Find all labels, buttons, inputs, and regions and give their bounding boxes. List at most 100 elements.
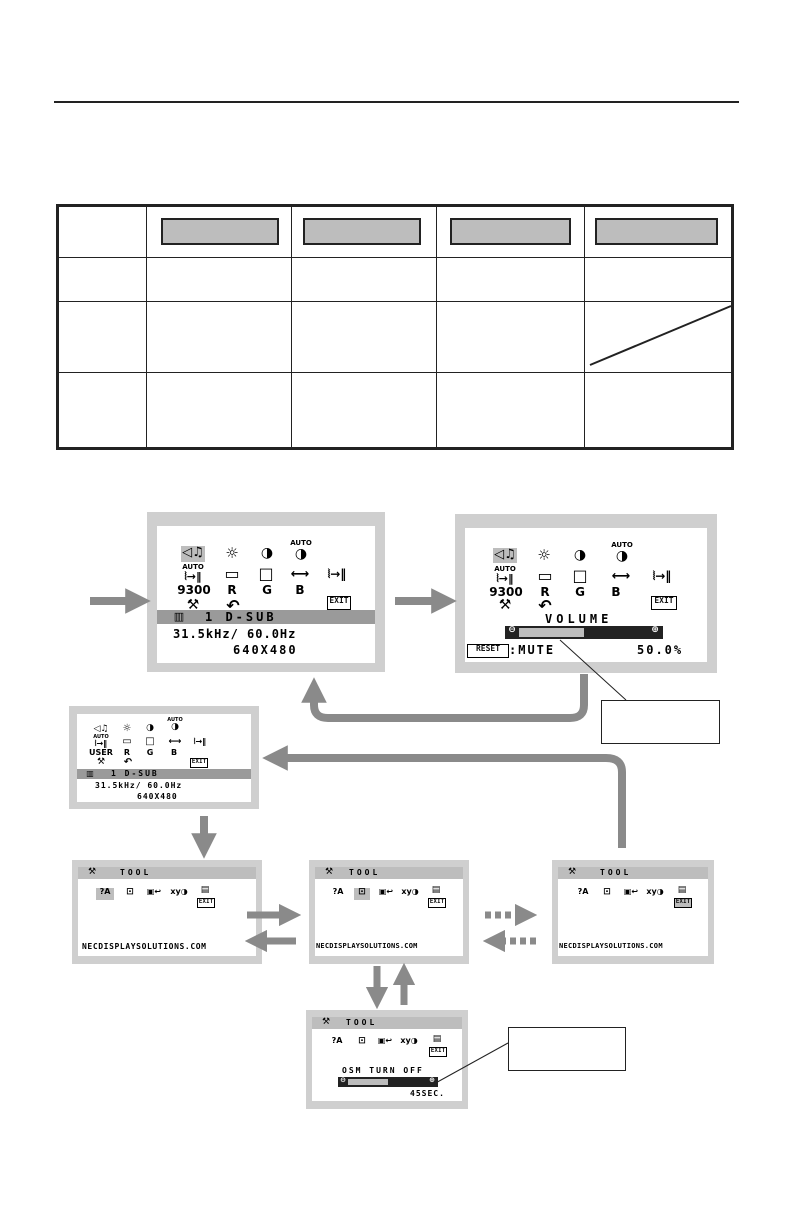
osm-lock-icon: ▣↩ bbox=[378, 887, 394, 896]
exit-icon: EXIT bbox=[197, 898, 215, 908]
green-label: G bbox=[575, 585, 585, 599]
key-button-1 bbox=[161, 218, 279, 245]
tool-icon: ⚒ bbox=[321, 1017, 331, 1027]
tool-icon: ⚒ bbox=[567, 867, 577, 877]
red-label: R bbox=[227, 583, 237, 597]
volume-icon: ◁♫ bbox=[181, 545, 205, 562]
reset-icon: RESET bbox=[467, 644, 509, 658]
osm-position-icon: ⊡ bbox=[354, 888, 370, 900]
fine-icon: ⦚→‖ bbox=[327, 567, 347, 581]
frequency-label: 31.5kHz/ 60.0Hz bbox=[95, 781, 183, 790]
osm-turn-off-value: 45SEC. bbox=[410, 1089, 445, 1098]
osm-lock-icon: ▣↩ bbox=[377, 1036, 393, 1045]
left-right-icon: ▭ bbox=[122, 736, 132, 747]
auto-adjust-icon: AUTO◑ bbox=[290, 539, 312, 562]
tool-icon: ⚒ bbox=[87, 867, 97, 877]
exit-icon: EXIT bbox=[674, 898, 692, 908]
callout-box-volume bbox=[601, 700, 720, 744]
up-down-icon: □ bbox=[258, 564, 274, 583]
osm-lock-icon: ▣↩ bbox=[146, 887, 162, 896]
osm-position-icon: ⊡ bbox=[358, 1036, 366, 1046]
mute-label: :MUTE bbox=[509, 643, 556, 657]
tool-menu-screen-2: ⚒ TOOL ?A ⊡ ▣↩ xy◑ ▤ EXIT NECDISPLAYSOLU… bbox=[309, 860, 469, 964]
auto-label: AUTO bbox=[494, 565, 516, 573]
green-label: G bbox=[262, 583, 272, 597]
auto-label: AUTO bbox=[167, 717, 183, 723]
blue-label: B bbox=[295, 583, 305, 597]
h-size-icon: ⟷ bbox=[168, 737, 182, 747]
osm-turn-off-slider-fill bbox=[348, 1079, 388, 1085]
minus-icon: ⊖ bbox=[508, 625, 516, 635]
resolution-label: 640X480 bbox=[233, 643, 298, 657]
volume-slider: ⊖ ⊕ bbox=[505, 626, 663, 639]
key-button-4 bbox=[595, 218, 718, 245]
brightness-icon: ☼ bbox=[122, 723, 132, 734]
color-xy-icon: xy◑ bbox=[646, 887, 664, 896]
tool-icon: ⚒ bbox=[324, 867, 334, 877]
minus-icon: ⊖ bbox=[340, 1076, 346, 1084]
factory-preset-icon: ↶ bbox=[226, 596, 240, 615]
key-button-2 bbox=[303, 218, 421, 245]
volume-icon: ◁♫ bbox=[493, 547, 517, 563]
resolution-label: 640X480 bbox=[137, 792, 178, 801]
volume-slider-fill bbox=[519, 628, 584, 637]
auto-label: AUTO bbox=[611, 541, 633, 549]
monitor-info-icon: ▤ bbox=[431, 885, 441, 895]
auto-adjust-icon: AUTO◑ bbox=[167, 717, 183, 732]
brightness-icon: ☼ bbox=[225, 544, 239, 562]
arrow-tool-to-main bbox=[262, 745, 626, 848]
volume-value: 50.0% bbox=[637, 643, 684, 657]
auto-label: AUTO bbox=[93, 734, 109, 740]
monitor-info-icon: ▤ bbox=[677, 885, 687, 895]
blue-label: B bbox=[170, 748, 178, 757]
d-sub-connector-icon: ▥ bbox=[86, 769, 94, 778]
exit-icon: EXIT bbox=[190, 758, 208, 768]
volume-menu-screen: ◁♫ ☼ ◑ AUTO◑ AUTO⦚→‖ ▭ □ ⟷ ⦚→‖ 9300 R G … bbox=[455, 514, 717, 673]
tool-title: TOOL bbox=[346, 1018, 378, 1027]
osm-position-icon: ⊡ bbox=[603, 887, 611, 897]
up-down-icon: □ bbox=[145, 736, 155, 747]
osm-turn-off-screen: ⚒ TOOL ?A ⊡ ▣↩ xy◑ ▤ EXIT OSM TURN OFF ⊖… bbox=[306, 1010, 468, 1109]
language-icon: ?A bbox=[577, 887, 589, 896]
d-sub-connector-icon: ▥ bbox=[173, 610, 185, 623]
language-icon: ?A bbox=[332, 887, 344, 896]
volume-title: VOLUME bbox=[545, 612, 613, 626]
auto-label: AUTO bbox=[290, 539, 312, 547]
input-bar bbox=[77, 769, 251, 779]
not-applicable-diagonal bbox=[589, 305, 732, 366]
frequency-label: 31.5kHz/ 60.0Hz bbox=[173, 627, 297, 641]
arrow-volume-to-main bbox=[301, 674, 588, 722]
green-label: G bbox=[146, 748, 154, 757]
language-icon: ?A bbox=[331, 1036, 343, 1045]
auto-setup-icon: AUTO⦚→‖ bbox=[492, 565, 518, 585]
red-label: R bbox=[540, 585, 550, 599]
factory-preset-icon: ↶ bbox=[123, 757, 133, 768]
color-preset-label: 9300 bbox=[177, 583, 211, 597]
input-bar bbox=[157, 610, 375, 624]
tool-title: TOOL bbox=[120, 868, 152, 877]
input-label: 1 D-SUB bbox=[111, 769, 159, 778]
fine-icon: ⦚→‖ bbox=[652, 569, 672, 583]
tool-menu-screen-1: ⚒ TOOL ?A ⊡ ▣↩ xy◑ ▤ EXIT NECDISPLAYSOLU… bbox=[72, 860, 262, 964]
volume-icon: ◁♫ bbox=[93, 724, 109, 734]
input-label: 1 D-SUB bbox=[205, 610, 277, 624]
tool-icon: ⚒ bbox=[96, 757, 106, 767]
left-right-icon: ▭ bbox=[537, 566, 553, 585]
website-label: NECDISPLAYSOLUTIONS.COM bbox=[82, 942, 207, 951]
up-down-icon: □ bbox=[572, 566, 588, 585]
tool-menu-screen-3: ⚒ TOOL ?A ⊡ ▣↩ xy◑ ▤ EXIT NECDISPLAYSOLU… bbox=[552, 860, 714, 964]
red-label: R bbox=[123, 748, 131, 757]
tool-title: TOOL bbox=[600, 868, 632, 877]
website-label: NECDISPLAYSOLUTIONS.COM bbox=[559, 942, 663, 950]
monitor-info-icon: ▤ bbox=[432, 1034, 442, 1044]
auto-setup-icon: AUTO⦚→‖ bbox=[180, 564, 206, 583]
osm-lock-icon: ▣↩ bbox=[623, 887, 639, 896]
callout-leader-volume bbox=[559, 639, 627, 701]
osm-turn-off-label: OSM TURN OFF bbox=[342, 1066, 424, 1075]
h-size-icon: ⟷ bbox=[290, 567, 310, 582]
plus-icon: ⊕ bbox=[651, 625, 659, 635]
exit-icon: EXIT bbox=[651, 596, 677, 610]
callout-box-osm-turn-off bbox=[508, 1027, 626, 1071]
exit-icon: EXIT bbox=[327, 596, 351, 610]
